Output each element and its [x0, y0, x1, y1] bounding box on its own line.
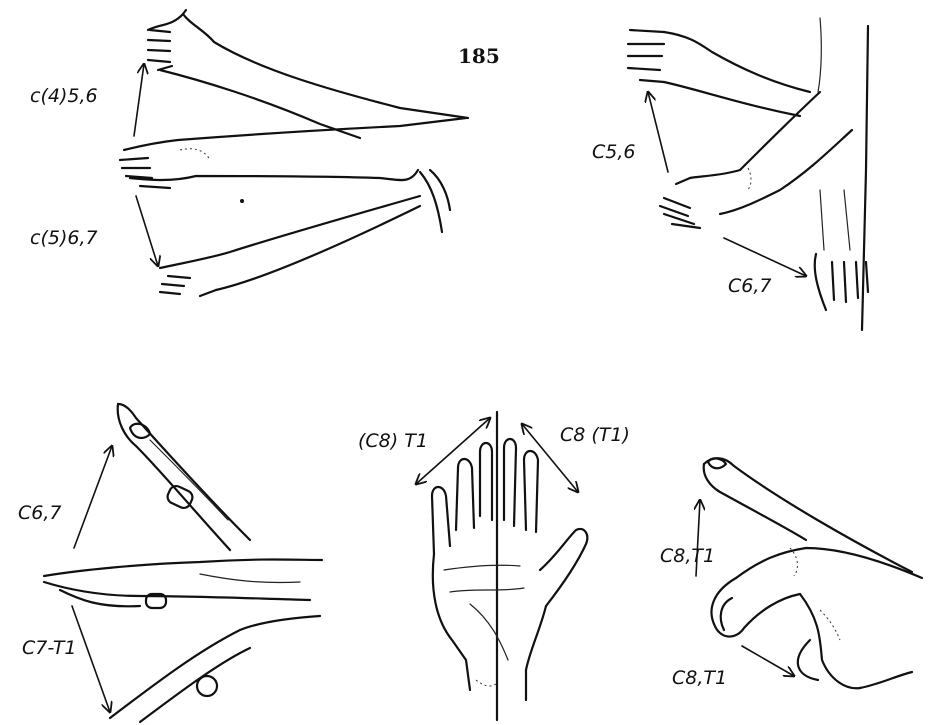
- label-p5-up: C8,T1: [660, 545, 715, 567]
- panel-finger-extension: C6,7 C7-T1: [18, 404, 322, 722]
- panel-finger-abduction: C8,T1 C8,T1: [660, 458, 922, 689]
- label-p4-left: (C8) T1: [358, 430, 428, 452]
- panel-shoulder-flexion: C5,6 C6,7: [592, 18, 868, 330]
- panel-palm-dermatome: (C8) T1 C8 (T1): [358, 412, 630, 720]
- panel-shoulder-abduction: c(4)5,6 c(5)6,7: [30, 10, 468, 296]
- page-number: 185: [458, 44, 500, 68]
- label-p3-down: C7-T1: [22, 637, 77, 659]
- label-p2-down: C6,7: [728, 275, 771, 297]
- label-p2-up: C5,6: [592, 141, 635, 163]
- label-p3-up: C6,7: [18, 502, 61, 524]
- label-p5-down: C8,T1: [672, 667, 727, 689]
- label-p4-right: C8 (T1): [560, 424, 630, 446]
- label-p1-up: c(4)5,6: [30, 85, 98, 107]
- label-p1-down: c(5)6,7: [30, 227, 98, 249]
